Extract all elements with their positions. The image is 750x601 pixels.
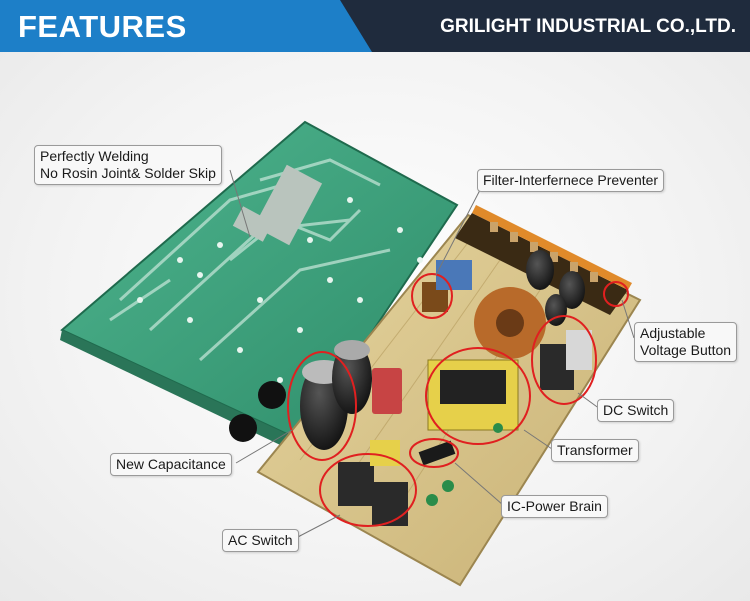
tan-pcb-board — [256, 205, 642, 587]
highlight-markers — [287, 273, 629, 527]
callout-new-capacitance: New Capacitance — [110, 453, 232, 476]
callout-welding-line1: Perfectly Welding — [40, 148, 149, 164]
callout-transformer: Transformer — [551, 439, 639, 462]
callout-ac-switch: AC Switch — [222, 529, 299, 552]
callout-adjustable-voltage: Adjustable Voltage Button — [634, 322, 738, 362]
callout-adjustable-line1: Adjustable — [640, 325, 706, 341]
callout-ic-power-brain: IC-Power Brain — [501, 495, 608, 518]
page-title: FEATURES — [18, 9, 187, 44]
callout-welding: Perfectly Welding No Rosin Joint& Solder… — [34, 145, 222, 185]
callout-filter: Filter-Interfernece Preventer — [477, 169, 665, 192]
header-banner: FEATURES GRILIGHT INDUSTRIAL CO.,LTD. — [0, 0, 750, 52]
company-name: GRILIGHT INDUSTRIAL CO.,LTD. — [440, 16, 736, 37]
callout-lines — [229, 169, 635, 540]
header-accent — [0, 0, 372, 52]
callout-welding-line2: No Rosin Joint& Solder Skip — [40, 165, 216, 181]
green-pcb-board — [60, 120, 459, 452]
callout-dc-switch: DC Switch — [597, 399, 675, 422]
callout-adjustable-line2: Voltage Button — [640, 342, 732, 358]
